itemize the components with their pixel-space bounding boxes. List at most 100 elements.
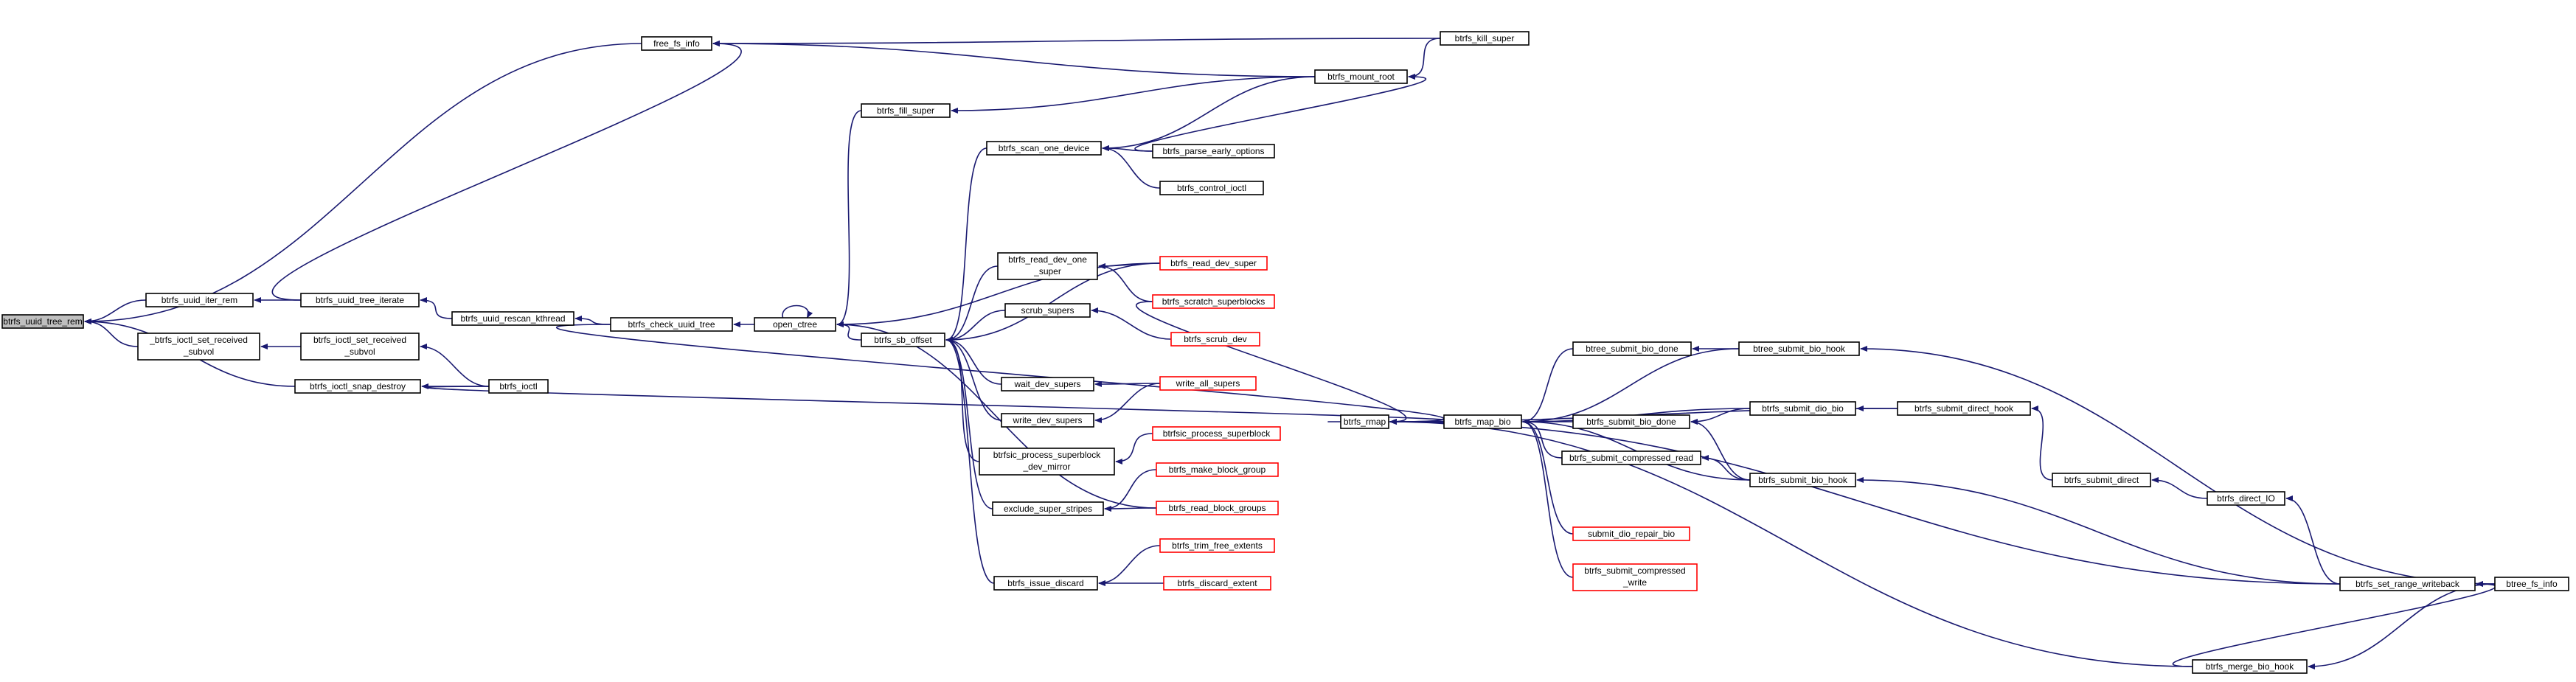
- node-box: [610, 317, 733, 332]
- node-label: btrfs_submit_bio_done: [1586, 417, 1676, 427]
- call-edge: [2031, 406, 2053, 481]
- node-btsbh[interactable]: btree_submit_bio_hook: [1738, 341, 1860, 356]
- node-bsbd[interactable]: btrfs_submit_bio_done: [1572, 414, 1690, 429]
- function-nodes: btrfs_uuid_tree_rem btrfs_uuid_iter_rem _b…: [1, 31, 2569, 674]
- call-edge: [836, 262, 1161, 327]
- node-label: btrfs_fill_super: [877, 105, 934, 116]
- node-bsdb[interactable]: btrfs_submit_dio_bio: [1749, 401, 1856, 416]
- node-btsbd[interactable]: btree_submit_bio_done: [1572, 341, 1692, 356]
- node-checku[interactable]: btrfs_check_uuid_tree: [610, 317, 733, 332]
- node-label: btrfs_ioctl: [499, 381, 537, 392]
- node-scrubs[interactable]: scrub_supers: [1004, 303, 1091, 318]
- node-bscr[interactable]: btrfs_submit_compressed_read: [1561, 450, 1701, 465]
- node-box: [1314, 69, 1408, 84]
- node-rmap[interactable]: btrfs_rmap: [1340, 414, 1389, 429]
- node-box: [1572, 414, 1690, 429]
- node-readsp[interactable]: btrfs_read_dev_super: [1159, 256, 1268, 271]
- node-writed[interactable]: write_dev_supers: [1001, 413, 1094, 428]
- node-bsrw[interactable]: btrfs_set_range_writeback: [2339, 577, 2476, 591]
- node-parseo[interactable]: btrfs_parse_early_options: [1152, 144, 1275, 159]
- node-label: btrfs_submit_dio_bio: [1762, 403, 1844, 414]
- node-scrubd[interactable]: btrfs_scrub_dev: [1170, 332, 1260, 347]
- node-box: [300, 333, 420, 361]
- node-scanone[interactable]: btrfs_scan_one_device: [986, 141, 1102, 156]
- node-bsbh[interactable]: btrfs_submit_bio_hook: [1749, 473, 1856, 487]
- node-sboff[interactable]: btrfs_sb_offset: [861, 333, 945, 347]
- call-edge: [426, 386, 1453, 425]
- node-label: btrfs_ioctl_snap_destroy: [310, 381, 406, 392]
- node-label: btrfs_issue_discard: [1007, 578, 1083, 588]
- node-iterrem[interactable]: btrfs_uuid_iter_rem: [145, 293, 254, 307]
- call-edge: [420, 297, 453, 319]
- node-btfree[interactable]: btree_fs_info: [2494, 577, 2569, 591]
- call-edge: [1134, 74, 1426, 152]
- node-label: btrfs_set_range_writeback: [2355, 579, 2460, 589]
- node-writeall[interactable]: write_all_supers: [1159, 376, 1257, 391]
- call-edge: [1522, 419, 1574, 578]
- node-procsb[interactable]: btrfsic_process_superblock: [1152, 426, 1281, 441]
- call-edge: [1389, 419, 2341, 585]
- node-box: [1749, 473, 1856, 487]
- node-label: btrfs_make_block_group: [1169, 464, 1266, 475]
- call-edge: [945, 337, 980, 462]
- call-edge: [1408, 38, 1441, 80]
- node-readbg[interactable]: btrfs_read_block_groups: [1156, 501, 1279, 515]
- node-label: btrfs_control_ioctl: [1177, 183, 1246, 193]
- call-edge: [1094, 383, 1161, 423]
- node-label: _btrfs_ioctl_set_received: [149, 335, 248, 345]
- node-mountr[interactable]: btrfs_mount_root: [1314, 69, 1408, 84]
- node-issued[interactable]: btrfs_issue_discard: [993, 576, 1098, 591]
- node-label: btrfs_discard_extent: [1177, 578, 1257, 588]
- node-bsd[interactable]: btrfs_submit_direct: [2052, 473, 2151, 487]
- node-waits[interactable]: wait_dev_supers: [1001, 377, 1094, 392]
- node-mapbio[interactable]: btrfs_map_bio: [1443, 414, 1522, 429]
- node-bmbh[interactable]: btrfs_merge_bio_hook: [2192, 659, 2308, 674]
- call-edge: [2151, 477, 2208, 499]
- node-box: [861, 103, 951, 118]
- node-root[interactable]: btrfs_uuid_tree_rem: [1, 314, 84, 329]
- node-ioctl[interactable]: btrfs_ioctl: [488, 379, 549, 394]
- node-trimfe[interactable]: btrfs_trim_free_extents: [1159, 538, 1275, 553]
- node-ioctlr[interactable]: _btrfs_ioctl_set_received_subvol: [137, 333, 260, 361]
- node-sdrb[interactable]: submit_dio_repair_bio: [1572, 526, 1690, 541]
- call-edge: [1690, 419, 1751, 481]
- node-freefs[interactable]: free_fs_info: [641, 36, 712, 51]
- node-box: [1159, 181, 1264, 195]
- call-edge: [945, 337, 993, 509]
- node-readone[interactable]: btrfs_read_dev_one_super: [997, 252, 1098, 280]
- node-exclss[interactable]: exclude_super_stripes: [992, 501, 1104, 516]
- node-bscw[interactable]: btrfs_submit_compressed_write: [1572, 563, 1698, 591]
- call-edge: [1102, 76, 1316, 151]
- node-scratch[interactable]: btrfs_scratch_superblocks: [1152, 294, 1275, 309]
- node-procm[interactable]: btrfsic_process_superblock_dev_mirror: [979, 448, 1115, 476]
- node-discex[interactable]: btrfs_discard_extent: [1163, 576, 1271, 591]
- node-box: [1572, 563, 1698, 591]
- call-edge: [836, 321, 1157, 509]
- call-edge: [1104, 469, 1157, 512]
- node-fillsp[interactable]: btrfs_fill_super: [861, 103, 951, 118]
- node-bdio[interactable]: btrfs_direct_IO: [2207, 491, 2285, 506]
- node-makebg[interactable]: btrfs_make_block_group: [1156, 462, 1279, 477]
- node-box: [145, 293, 254, 307]
- node-label: btrfs_sb_offset: [874, 335, 932, 345]
- call-edge: [1856, 477, 2341, 585]
- node-box: [1159, 256, 1268, 271]
- node-killsp[interactable]: btrfs_kill_super: [1440, 31, 1530, 46]
- node-box: [1443, 414, 1522, 429]
- node-box: [1561, 450, 1701, 465]
- node-rescan[interactable]: btrfs_uuid_rescan_kthread: [451, 311, 574, 326]
- node-treeit[interactable]: btrfs_uuid_tree_iterate: [300, 293, 420, 307]
- call-edge: [84, 319, 139, 347]
- node-box: [993, 576, 1098, 591]
- node-ctlio[interactable]: btrfs_control_ioctl: [1159, 181, 1264, 195]
- call-edge: [1860, 346, 2496, 585]
- node-bsdh[interactable]: btrfs_submit_direct_hook: [1897, 401, 2031, 416]
- call-edge: [271, 41, 742, 301]
- node-snapd[interactable]: btrfs_ioctl_snap_destroy: [294, 379, 421, 394]
- node-label: write_dev_supers: [1012, 415, 1082, 425]
- node-openct[interactable]: open_ctree: [754, 317, 836, 332]
- call-edge: [1522, 419, 1563, 459]
- node-ioctlr2[interactable]: btrfs_ioctl_set_received_subvol: [300, 333, 420, 361]
- node-box: [1152, 294, 1275, 309]
- node-box: [1001, 413, 1094, 428]
